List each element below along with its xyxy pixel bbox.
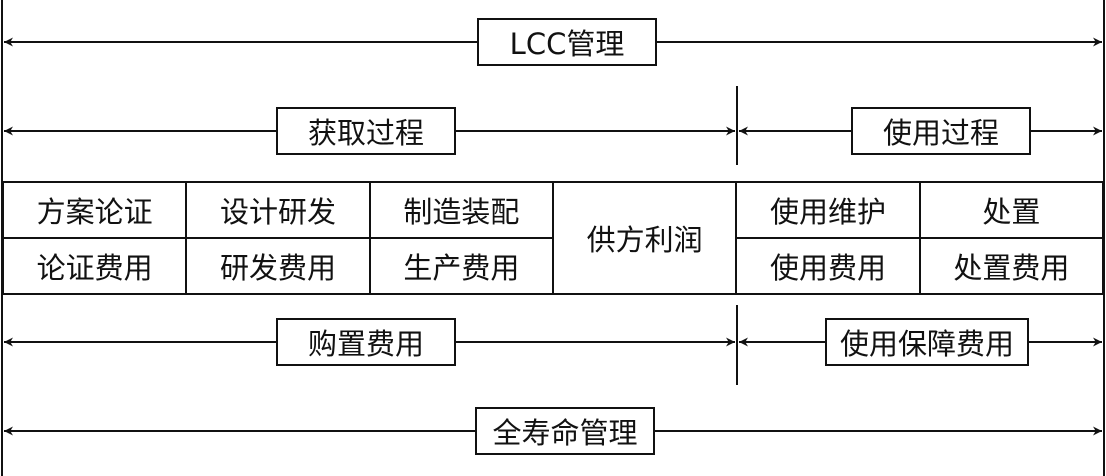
phase-cost-table: 方案论证 设计研发 制造装配 供方利润 使用维护 处置 论证费用 研发费用 生产… [1,181,1105,295]
table-cell: 使用维护 [735,181,921,239]
lcc-label: LCC管理 [477,18,657,66]
usage-label: 使用过程 [851,107,1031,155]
table-row: 方案论证 设计研发 制造装配 供方利润 使用维护 处置 [1,181,1105,295]
table-cell: 方案论证 [1,181,188,239]
table-cell: 设计研发 [185,181,371,239]
table-cell: 研发费用 [185,237,371,295]
purchase-cost-label: 购置费用 [276,318,456,366]
table-cell: 处置费用 [918,237,1105,295]
table-cell: 生产费用 [368,237,554,295]
table-cell: 制造装配 [368,181,554,239]
table-cell: 处置 [918,181,1105,239]
table-cell: 论证费用 [1,237,188,295]
lifecycle-label: 全寿命管理 [475,407,655,455]
table-cell-merged: 供方利润 [551,181,738,295]
table-cell: 使用费用 [735,237,921,295]
acquisition-label: 获取过程 [276,107,456,155]
table-row: 论证费用 研发费用 生产费用 使用费用 处置费用 [1,237,1105,295]
usage-support-cost-label: 使用保障费用 [825,318,1029,366]
